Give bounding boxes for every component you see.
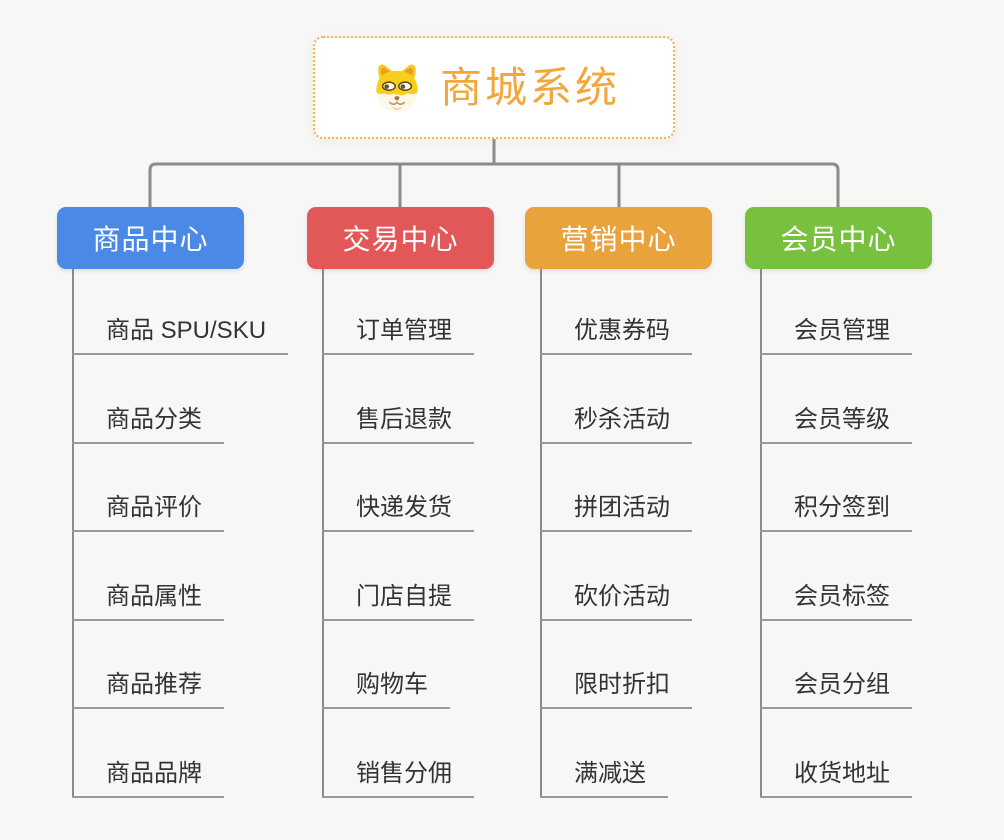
leaf-node[interactable]: 会员管理 <box>760 314 912 355</box>
branch-header-marketing-center[interactable]: 营销中心 <box>525 207 712 269</box>
leaf-node[interactable]: 快递发货 <box>322 491 474 532</box>
leaf-node[interactable]: 商品品牌 <box>72 757 224 798</box>
leaf-node[interactable]: 积分签到 <box>760 491 912 532</box>
leaf-node[interactable]: 门店自提 <box>322 580 474 621</box>
leaf-node[interactable]: 销售分佣 <box>322 757 474 798</box>
leaf-node[interactable]: 售后退款 <box>322 403 474 444</box>
dog-face-icon <box>368 61 426 115</box>
leaf-node[interactable]: 商品评价 <box>72 491 224 532</box>
leaf-node[interactable]: 订单管理 <box>322 314 474 355</box>
branch-connector-line <box>72 269 74 798</box>
leaf-node[interactable]: 会员标签 <box>760 580 912 621</box>
root-node[interactable]: 商城系统 <box>313 36 675 139</box>
leaf-node[interactable]: 秒杀活动 <box>540 403 692 444</box>
leaf-node[interactable]: 商品属性 <box>72 580 224 621</box>
branch-connector-line <box>760 269 762 798</box>
branch-marketing-center: 营销中心 优惠券码 秒杀活动 拼团活动 砍价活动 限时折扣 满减送 <box>525 207 712 798</box>
root-title: 商城系统 <box>439 63 620 111</box>
leaf-node[interactable]: 购物车 <box>322 668 450 709</box>
branch-member-center: 会员中心 会员管理 会员等级 积分签到 会员标签 会员分组 收货地址 <box>745 207 932 798</box>
branch-header-member-center[interactable]: 会员中心 <box>745 207 932 269</box>
branch-header-product-center[interactable]: 商品中心 <box>57 207 244 269</box>
leaf-node[interactable]: 限时折扣 <box>540 668 692 709</box>
leaf-node[interactable]: 会员等级 <box>760 403 912 444</box>
branch-trade-center: 交易中心 订单管理 售后退款 快递发货 门店自提 购物车 销售分佣 <box>307 207 494 798</box>
leaf-node[interactable]: 拼团活动 <box>540 491 692 532</box>
branch-connector-line <box>322 269 324 798</box>
branch-connector-line <box>540 269 542 798</box>
leaf-node[interactable]: 商品分类 <box>72 403 224 444</box>
branch-header-trade-center[interactable]: 交易中心 <box>307 207 494 269</box>
leaf-node[interactable]: 商品 SPU/SKU <box>72 314 289 355</box>
leaf-node[interactable]: 砍价活动 <box>540 580 692 621</box>
leaf-node[interactable]: 满减送 <box>540 757 668 798</box>
leaf-node[interactable]: 商品推荐 <box>72 668 224 709</box>
leaf-node[interactable]: 收货地址 <box>760 757 912 798</box>
branch-product-center: 商品中心 商品 SPU/SKU 商品分类 商品评价 商品属性 商品推荐 商品品牌 <box>57 207 289 798</box>
leaf-node[interactable]: 会员分组 <box>760 668 912 709</box>
leaf-node[interactable]: 优惠券码 <box>540 314 692 355</box>
